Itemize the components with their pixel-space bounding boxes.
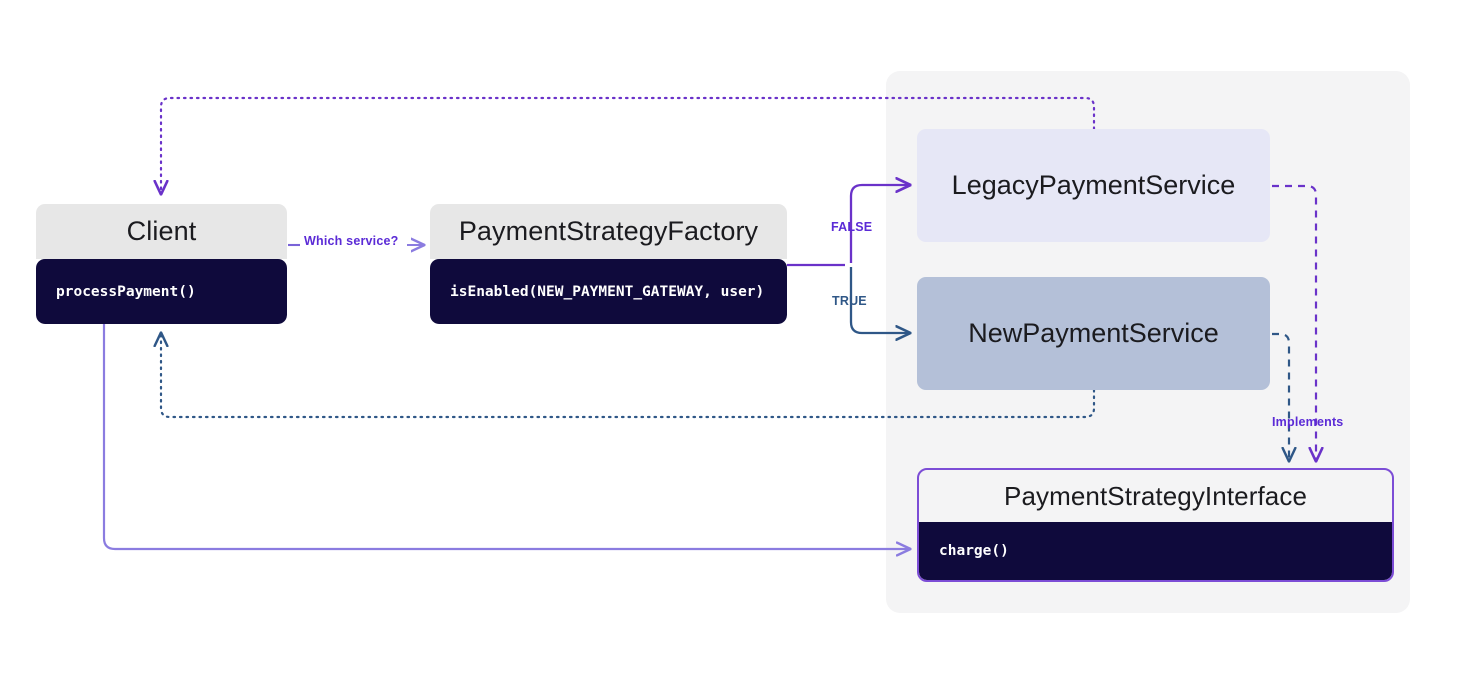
node-payment-strategy-interface[interactable]: PaymentStrategyInterface charge() (917, 468, 1394, 582)
edge-false-to-legacy (849, 185, 910, 263)
edge-legacy-implements-interface (1272, 184, 1316, 461)
interface-method: charge() (919, 522, 1392, 580)
edge-label-false: FALSE (831, 220, 873, 234)
factory-title: PaymentStrategyFactory (430, 204, 787, 259)
client-title: Client (36, 204, 287, 259)
node-new-payment-service[interactable]: NewPaymentService (917, 277, 1270, 390)
edge-true-to-new-service (849, 267, 910, 333)
edge-label-true: TRUE (832, 294, 867, 308)
edge-new-service-return-to-client (161, 333, 1096, 419)
node-legacy-payment-service[interactable]: LegacyPaymentService (917, 129, 1270, 242)
node-client[interactable]: Client processPayment() (36, 204, 287, 324)
factory-method: isEnabled(NEW_PAYMENT_GATEWAY, user) (430, 259, 787, 324)
interface-title: PaymentStrategyInterface (1004, 481, 1307, 511)
edge-label-implements: Implements (1272, 415, 1344, 429)
edge-legacy-return-to-client (161, 96, 1096, 194)
edge-client-to-interface (102, 324, 910, 549)
client-method: processPayment() (36, 259, 287, 324)
legacy-service-title: LegacyPaymentService (951, 170, 1236, 200)
node-payment-strategy-factory[interactable]: PaymentStrategyFactory isEnabled(NEW_PAY… (430, 204, 787, 324)
new-service-title: NewPaymentService (968, 318, 1219, 348)
edge-new-service-implements-interface (1272, 332, 1289, 461)
edge-label-which-service: Which service? (304, 234, 399, 248)
